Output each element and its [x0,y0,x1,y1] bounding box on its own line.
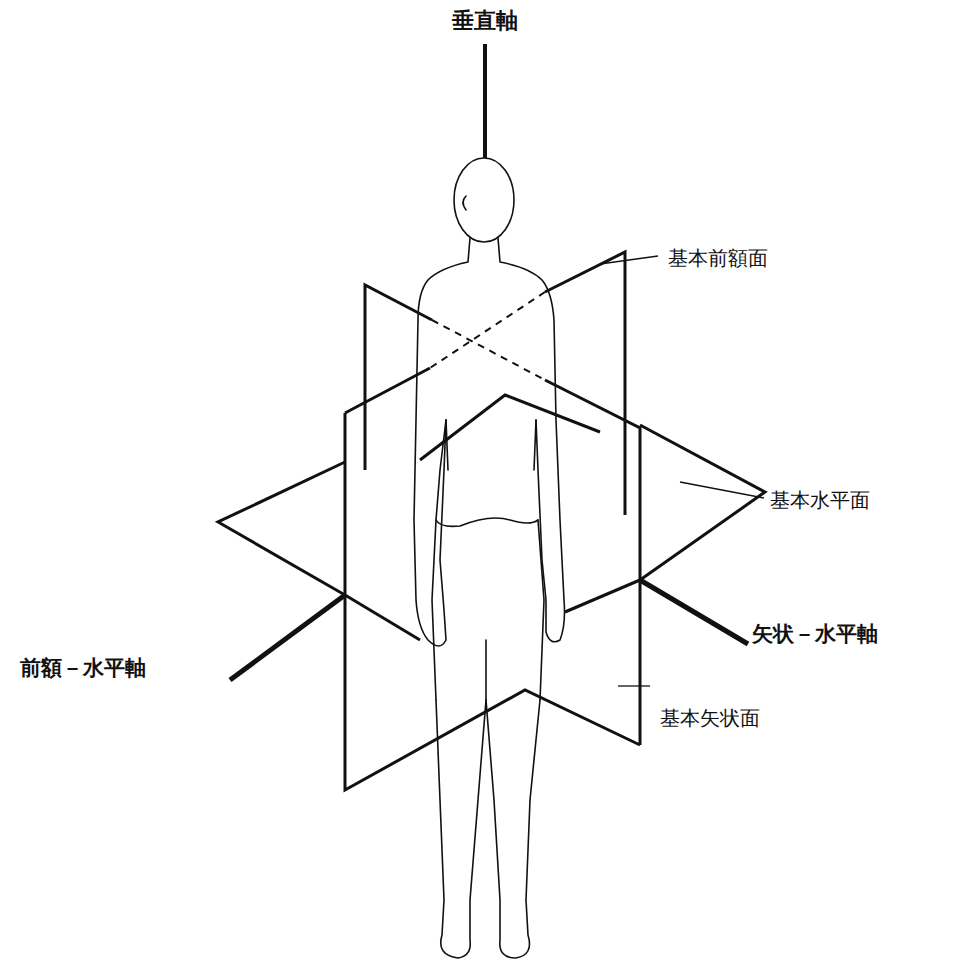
hidden-edges [430,292,545,380]
body-planes [218,252,765,790]
axis-label: 垂直軸 [452,8,518,34]
vertical-axis [483,44,487,158]
plane-label: 基本矢状面 [660,706,760,730]
plane-label: 基本前額面 [668,246,768,270]
plane-label: 基本水平面 [770,488,870,512]
sagittal-horizontal-axis [640,580,748,644]
axis-label: 矢状－水平軸 [752,622,878,647]
human-figure [414,158,565,958]
frontal-horizontal-axis [230,595,345,680]
leader-lines [600,256,764,686]
axis-label: 前額－水平軸 [20,656,146,681]
